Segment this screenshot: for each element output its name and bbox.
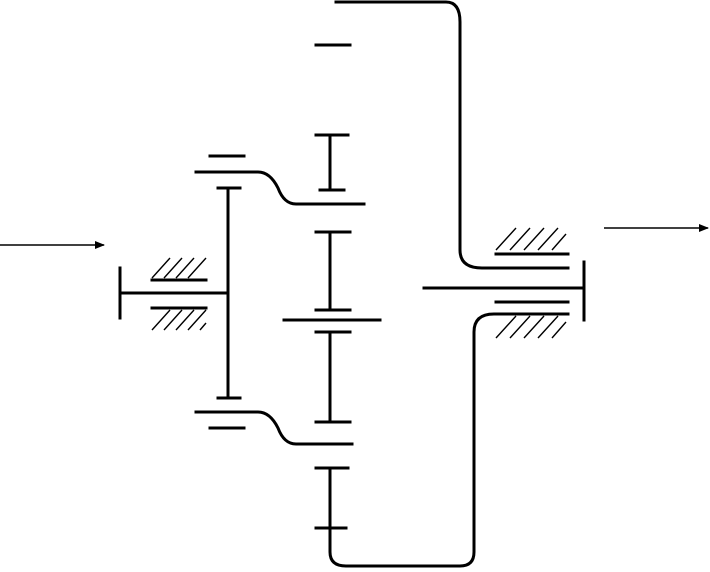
output-bearing: [494, 227, 570, 339]
planet-gear-upper: [314, 133, 350, 192]
planet-carrier-arm: [194, 154, 366, 446]
input-bearing: [150, 257, 208, 331]
planet-gear-lower: [314, 466, 350, 530]
ring-gear-housing: [328, 0, 570, 568]
input-shaft: [118, 266, 230, 320]
sun-gear: [282, 230, 382, 424]
output-shaft: [422, 260, 586, 322]
